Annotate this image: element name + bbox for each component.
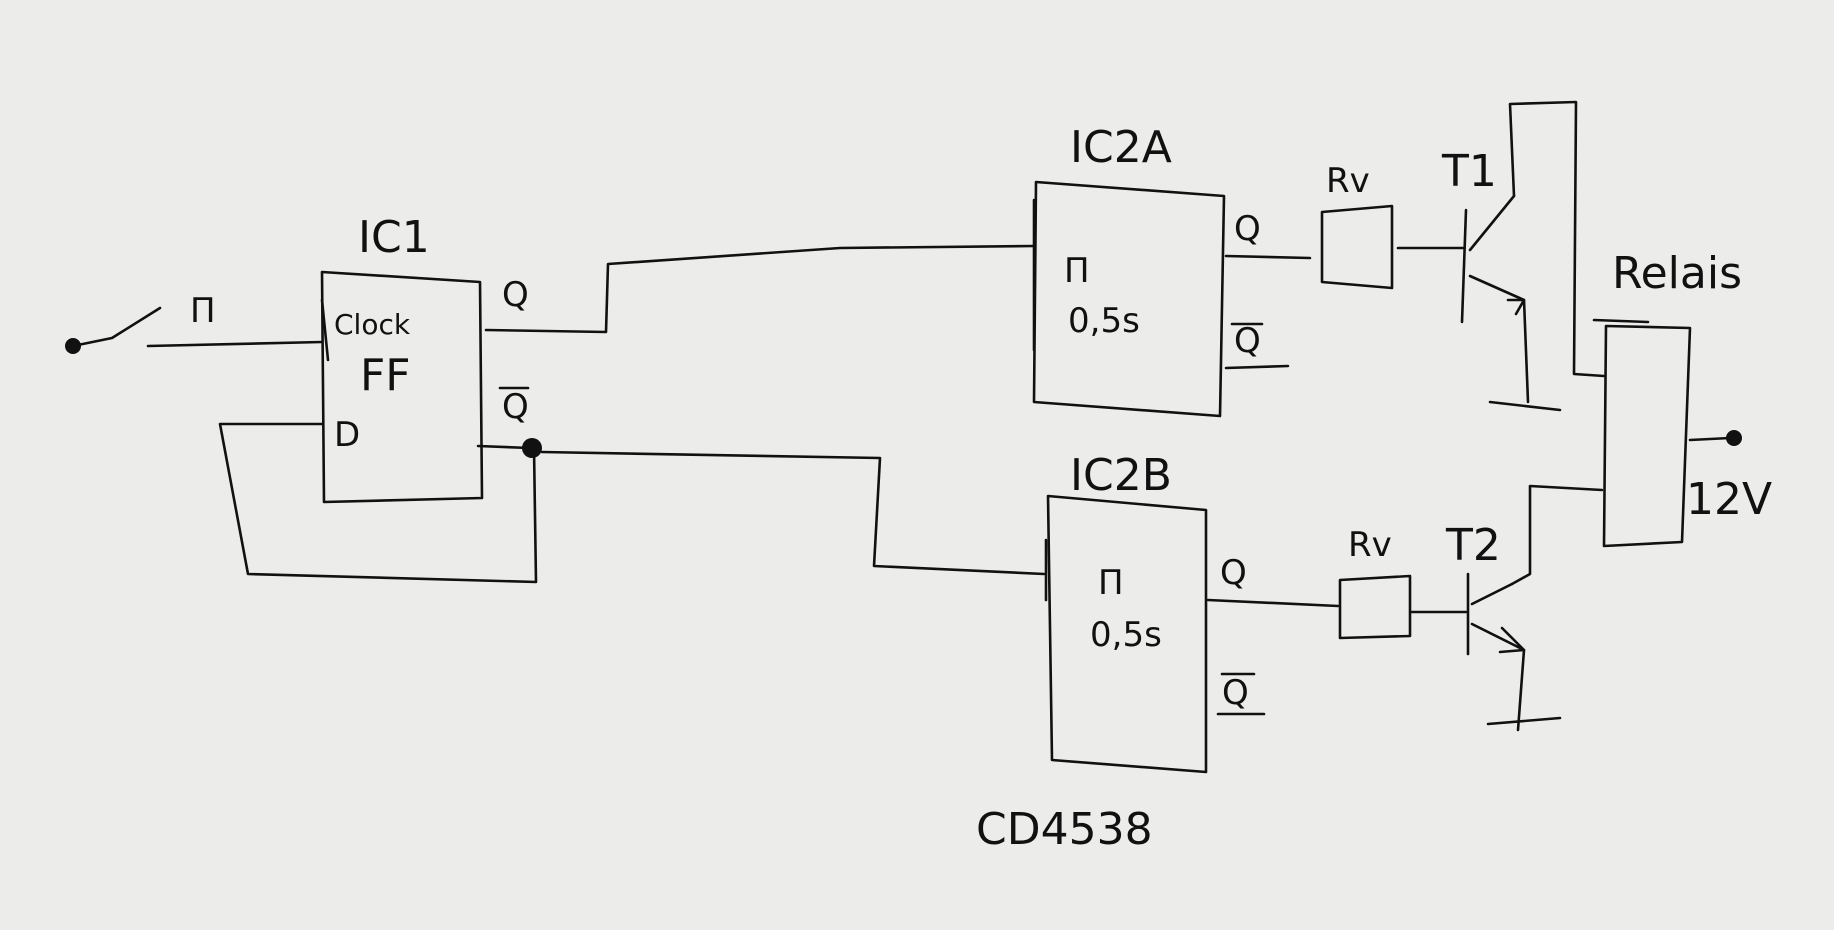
t2-ground <box>1486 716 1562 726</box>
input-switch: Π <box>65 291 324 354</box>
ic2a-q-label: Q <box>1234 209 1261 249</box>
qbar-to-ic2b-wire <box>540 450 1046 576</box>
ic2a-monoflop: IC2A Π 0,5s Q Q <box>1032 122 1290 418</box>
relay: Relais 12V <box>1592 248 1772 548</box>
ic2a-qbar-label: Q <box>1234 321 1261 361</box>
ic1-label: IC1 <box>358 212 430 263</box>
supply-label: 12V <box>1686 474 1772 525</box>
ic2a-label: IC2A <box>1070 122 1172 173</box>
driver-stage-2: Rv T2 <box>1206 520 1562 732</box>
ic2a-box <box>1032 180 1226 418</box>
t2-emitter <box>1470 622 1526 732</box>
ic1-q-label: Q <box>502 275 529 315</box>
ic2b-monoflop: IC2B Π 0,5s Q Q <box>1044 450 1266 774</box>
rv1-resistor <box>1320 204 1394 290</box>
feedback-wire <box>218 422 538 584</box>
t1-collector-wire <box>1508 100 1606 378</box>
ic2b-q-label: Q <box>1220 553 1247 593</box>
relay-label: Relais <box>1612 248 1742 299</box>
t1-ground <box>1488 400 1562 412</box>
t1-emitter-arrow <box>1506 298 1526 316</box>
ic2b-label: IC2B <box>1070 450 1172 501</box>
t1-base <box>1460 208 1468 324</box>
ic2a-pulse-symbol: Π <box>1064 251 1090 291</box>
ic1-qbar-label: Q <box>502 387 529 427</box>
driver-stage-1: Rv T1 <box>1224 146 1562 412</box>
rv2-label: Rv <box>1348 525 1392 565</box>
ic2a-time-label: 0,5s <box>1068 301 1140 341</box>
ic1-clock-label: Clock <box>334 308 411 341</box>
ic1-box <box>320 270 484 504</box>
ic1-ff-label: FF <box>360 350 411 401</box>
t2-label: T2 <box>1445 520 1501 571</box>
ic1-d-label: D <box>334 415 360 455</box>
relay-top-mark <box>1592 318 1650 324</box>
ic2b-box <box>1046 494 1208 774</box>
ic1-flipflop: IC1 Clock FF D Q Q <box>320 212 530 504</box>
ic2b-pulse-symbol: Π <box>1098 563 1124 603</box>
relay-to-t2-wire <box>1510 484 1604 586</box>
ic1-qbar-wire <box>476 444 532 450</box>
ic2a-q-wire <box>1224 254 1312 260</box>
supply-wire <box>1688 436 1732 442</box>
t2-collector <box>1470 582 1514 606</box>
ic2b-q-wire <box>1206 598 1340 608</box>
ic2a-qbar-wire <box>1224 364 1290 370</box>
rv2-resistor <box>1338 574 1412 640</box>
input-wire <box>146 340 324 348</box>
chip-label: CD4538 <box>976 804 1153 855</box>
supply-terminal <box>1726 430 1742 446</box>
t1-emitter <box>1468 274 1530 404</box>
ic1-clock-edge <box>320 298 330 362</box>
junction-dot <box>522 438 542 458</box>
ic2b-qbar-label: Q <box>1222 673 1249 713</box>
input-pulse-symbol: Π <box>190 291 216 331</box>
relay-coil <box>1602 324 1692 548</box>
t1-label: T1 <box>1441 146 1497 197</box>
t1-collector <box>1468 194 1516 252</box>
ic2b-time-label: 0,5s <box>1090 615 1162 655</box>
switch-lever <box>71 306 162 348</box>
ic1-q-to-ic2a-wire <box>484 244 1036 334</box>
rv1-label: Rv <box>1326 161 1370 201</box>
t2-emitter-arrow <box>1498 626 1526 654</box>
